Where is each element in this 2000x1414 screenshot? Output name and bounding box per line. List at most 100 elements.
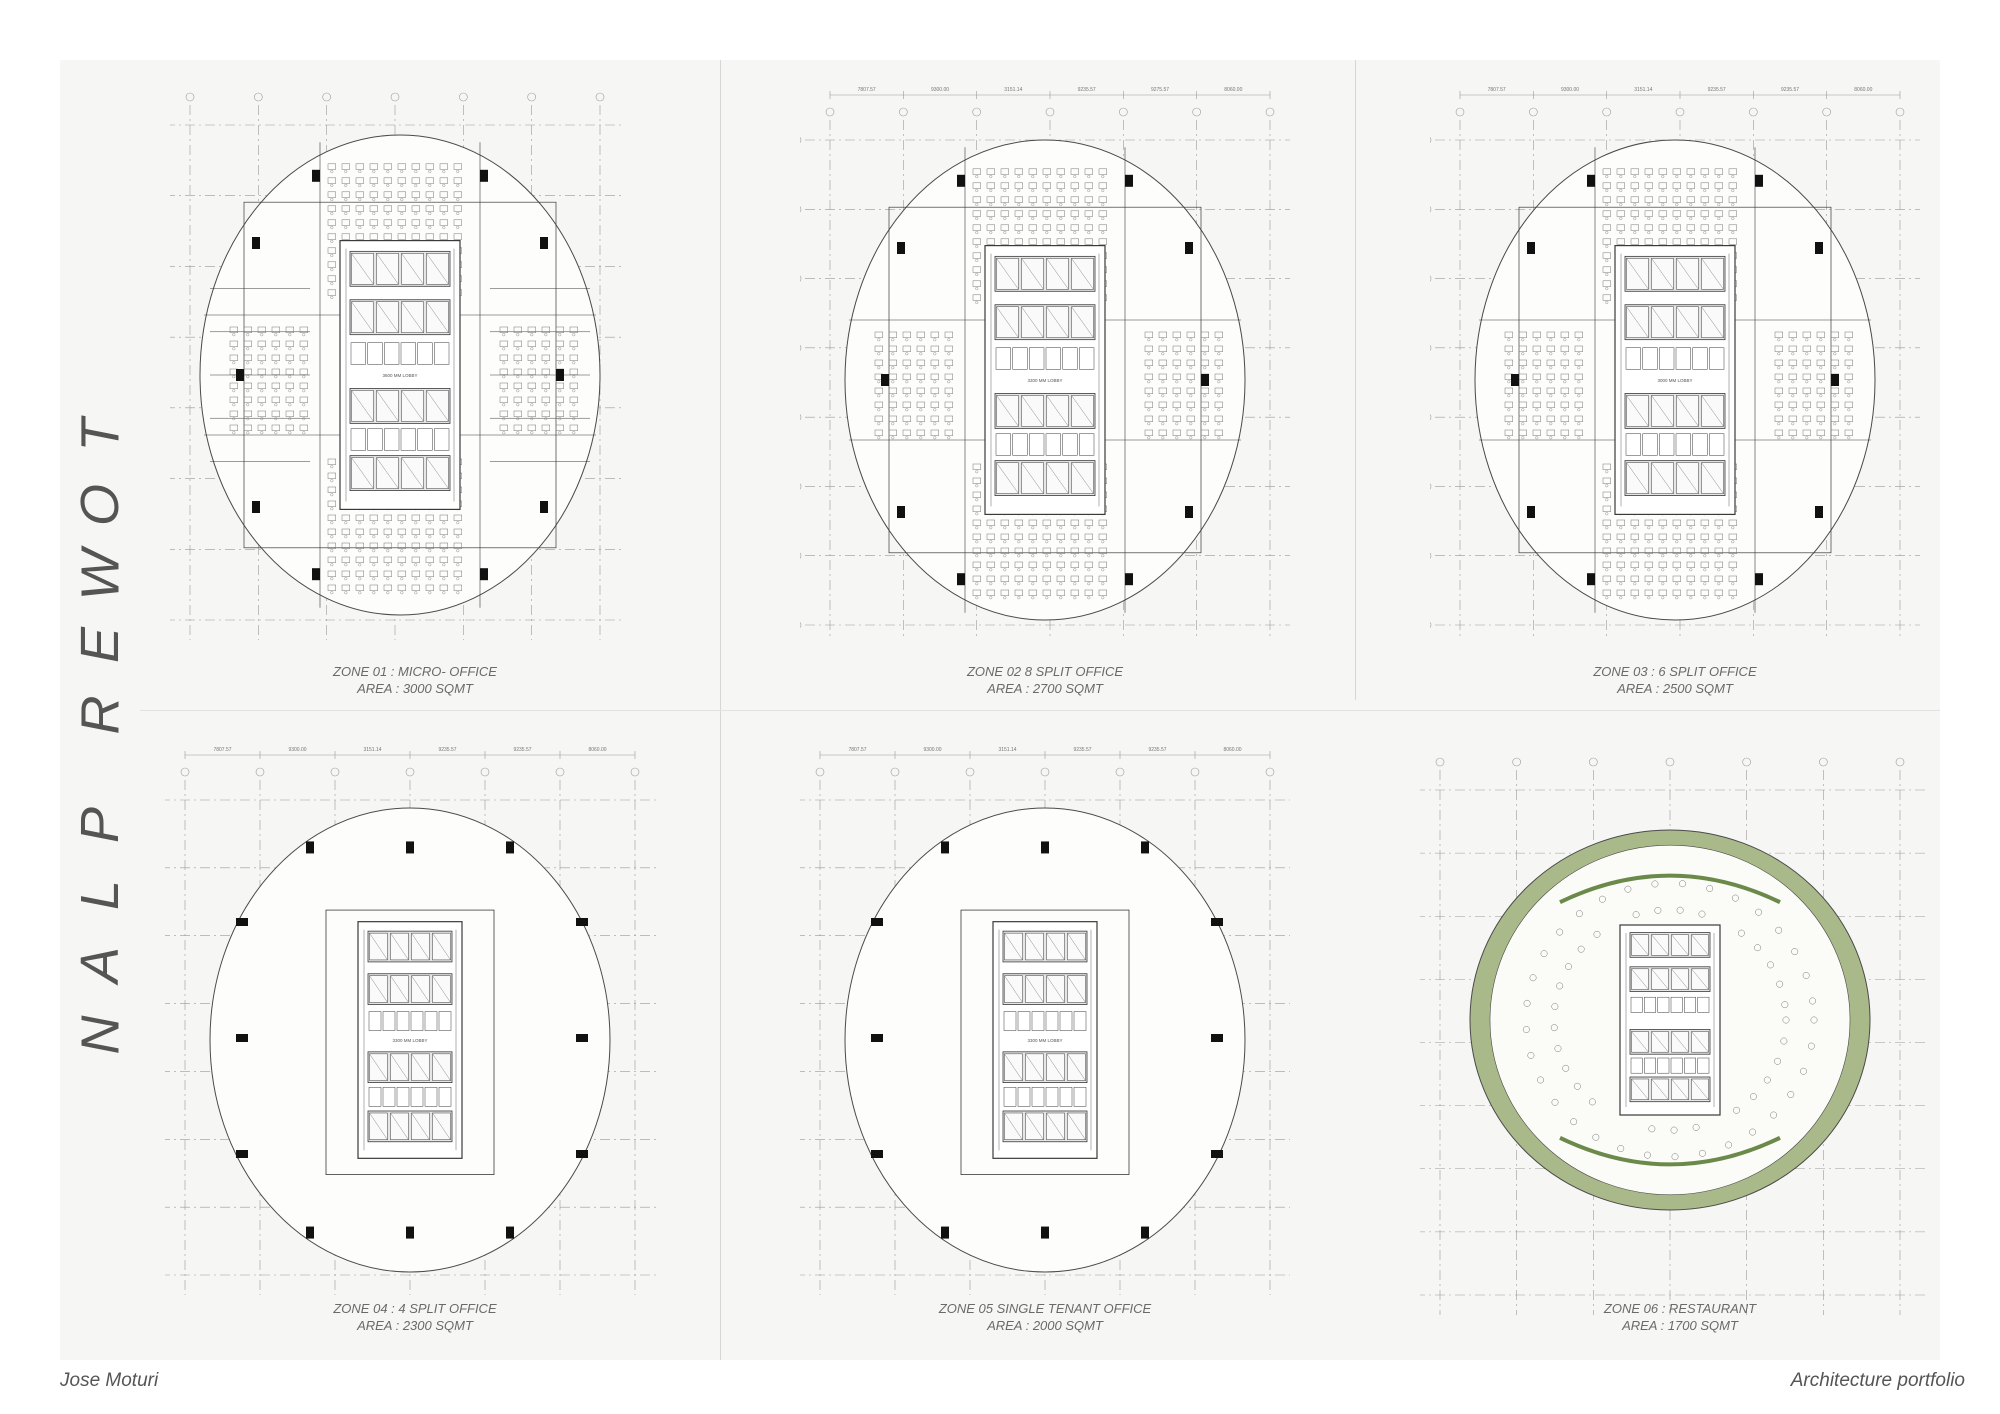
column: [306, 1226, 314, 1239]
desk: [1616, 589, 1625, 596]
desk: [513, 424, 522, 431]
desk: [1686, 210, 1695, 217]
desk: [425, 584, 434, 591]
chair: [947, 352, 951, 356]
desk: [1802, 401, 1811, 408]
dining-table: [1562, 1064, 1570, 1072]
elevator-cross: [426, 390, 449, 422]
chair: [1791, 408, 1795, 412]
chair: [905, 352, 909, 356]
chair: [428, 183, 432, 187]
desk: [1028, 561, 1037, 568]
elevator-cross: [1025, 975, 1044, 1003]
chair: [1147, 408, 1151, 412]
chair: [246, 431, 250, 435]
desk: [1700, 533, 1709, 540]
desk: [271, 424, 280, 431]
chair: [989, 216, 993, 220]
column: [236, 1150, 248, 1158]
chair: [1661, 582, 1665, 586]
grid-bubble: [800, 483, 802, 490]
chair: [1791, 436, 1795, 440]
chair: [975, 484, 979, 488]
chair: [344, 563, 348, 567]
desk: [1504, 401, 1513, 408]
chair: [344, 169, 348, 173]
desk: [411, 205, 420, 212]
chair: [1647, 540, 1651, 544]
elevator-cross: [432, 1112, 451, 1140]
dining-table: [1776, 980, 1784, 988]
chair: [1847, 380, 1851, 384]
dining-table: [1755, 908, 1763, 916]
desk: [1616, 575, 1625, 582]
desk: [513, 410, 522, 417]
desk: [257, 382, 266, 389]
chair: [1535, 408, 1539, 412]
chair: [400, 563, 404, 567]
washroom-cubicle: [1692, 347, 1708, 370]
desk: [355, 177, 364, 184]
dining-table: [1780, 1037, 1788, 1045]
desk: [411, 514, 420, 521]
washroom-cubicle: [410, 1087, 424, 1107]
dimension-label: 8060.00: [1224, 87, 1242, 93]
desk: [1000, 519, 1009, 526]
desk: [411, 163, 420, 170]
dining-table: [1800, 1067, 1807, 1075]
chair: [1647, 568, 1651, 572]
chair: [442, 591, 446, 595]
chair: [1605, 258, 1609, 262]
chair: [1521, 408, 1525, 412]
desk: [1028, 224, 1037, 231]
desk: [555, 396, 564, 403]
desk: [1728, 519, 1737, 526]
elevator-cross: [1046, 258, 1069, 290]
desk: [1602, 266, 1611, 273]
desk: [1644, 210, 1653, 217]
desk: [1000, 547, 1009, 554]
plan-zone-01: 3600 MM LOBBY ZONE 01 : MICRO- OFFICE AR…: [170, 85, 660, 696]
washroom-cubicle: [1029, 433, 1045, 456]
washroom-cubicle: [1659, 347, 1675, 370]
chair: [1045, 216, 1049, 220]
chair: [1087, 568, 1091, 572]
dimension-label: 8060.00: [1223, 747, 1241, 753]
desk: [355, 542, 364, 549]
desk: [327, 584, 336, 591]
desk: [1144, 345, 1153, 352]
desk: [1816, 331, 1825, 338]
chair: [1563, 366, 1567, 370]
washroom-cubicle: [424, 1011, 438, 1031]
chair: [1647, 582, 1651, 586]
chair: [1633, 540, 1637, 544]
desk: [383, 233, 392, 240]
chair: [414, 169, 418, 173]
chair: [891, 436, 895, 440]
chair: [975, 554, 979, 558]
chair: [1161, 366, 1165, 370]
chair: [1777, 394, 1781, 398]
desk: [902, 401, 911, 408]
desk: [1658, 533, 1667, 540]
desk: [1000, 238, 1009, 245]
washroom-cubicle: [1012, 433, 1028, 456]
chair: [919, 338, 923, 342]
chair: [1605, 174, 1609, 178]
chair: [1847, 338, 1851, 342]
column: [1141, 1226, 1149, 1239]
desk: [1574, 415, 1583, 422]
chair: [1203, 366, 1207, 370]
chair: [1675, 188, 1679, 192]
chair: [1549, 422, 1553, 426]
chair: [1101, 202, 1105, 206]
desk: [569, 354, 578, 361]
desk: [383, 191, 392, 198]
grid-bubble: [1589, 757, 1598, 767]
chair: [400, 521, 404, 525]
desk: [527, 326, 536, 333]
chair: [456, 225, 460, 229]
chair: [877, 338, 881, 342]
chair: [1175, 352, 1179, 356]
grid-bubble: [1665, 757, 1675, 767]
